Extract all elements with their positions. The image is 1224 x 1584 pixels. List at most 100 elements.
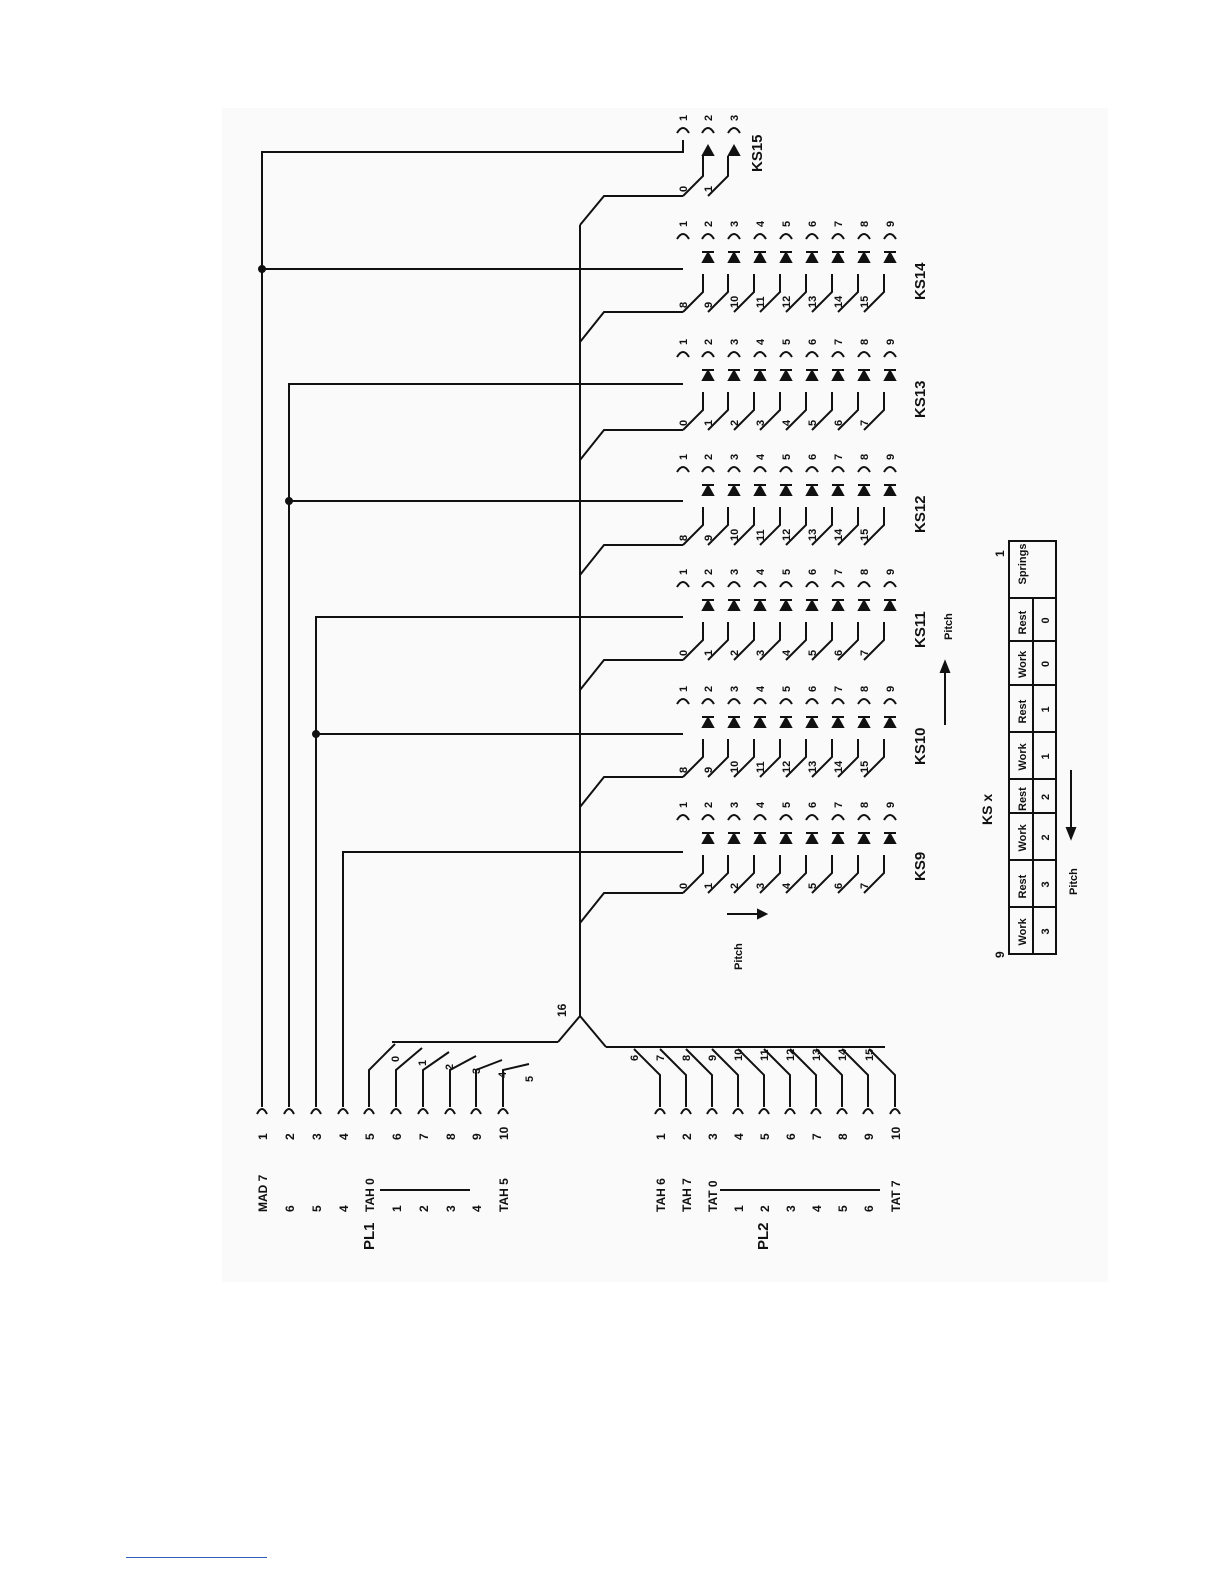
switch-line <box>837 507 859 546</box>
signal-label: 4 <box>810 1205 824 1212</box>
contact-number: 1 <box>678 454 690 460</box>
line-label: 8 <box>678 767 690 773</box>
contact-number: 8 <box>859 454 871 460</box>
switch-line <box>733 622 755 661</box>
line-label: 6 <box>833 650 845 656</box>
contact-number: 6 <box>807 802 819 808</box>
contact-cup-icon <box>676 814 690 821</box>
line-label: 14 <box>833 295 845 308</box>
key-switch-label: KS14 <box>912 262 929 300</box>
contact-number: 9 <box>885 569 897 575</box>
bus-entry-label: 5 <box>524 1076 536 1082</box>
pitch-label-right: Pitch <box>943 613 955 640</box>
contact-cup-icon <box>857 814 871 821</box>
bus-entry-label: 2 <box>444 1064 456 1070</box>
bus-entry-line <box>659 1048 687 1107</box>
pin-number: 10 <box>497 1126 511 1140</box>
line-label: 14 <box>833 528 845 541</box>
pin-number: 7 <box>417 1133 431 1140</box>
legend-header: Work <box>1017 742 1029 770</box>
contact-cup-icon <box>727 698 741 705</box>
switch-line <box>811 392 833 431</box>
bus-entry-line <box>815 1048 843 1107</box>
line-label: 4 <box>781 649 793 656</box>
contact-number: 1 <box>678 802 690 808</box>
switch-line <box>837 855 859 894</box>
contact-number: 9 <box>885 339 897 345</box>
pin-number: 8 <box>836 1133 850 1140</box>
switch-line <box>707 507 729 546</box>
contact-number: 7 <box>833 686 845 692</box>
switch-line <box>811 855 833 894</box>
legend-header: Work <box>1017 823 1029 851</box>
bus-tap-line <box>579 429 683 461</box>
contact-cup-icon <box>676 351 690 358</box>
connector-cup-icon <box>363 1108 375 1115</box>
contact-cup-icon <box>701 698 715 705</box>
contact-cup-icon <box>805 351 819 358</box>
legend-value: 2 <box>1040 834 1052 840</box>
signal-label: 5 <box>836 1205 850 1212</box>
pin-number: 4 <box>337 1133 351 1140</box>
contact-cup-icon <box>779 814 793 821</box>
contact-number: 2 <box>703 686 715 692</box>
switch-line <box>785 739 807 778</box>
connector-cup-icon <box>889 1108 901 1115</box>
signal-label: 1 <box>390 1205 404 1212</box>
diode-icon <box>805 483 819 496</box>
diode-icon <box>805 368 819 381</box>
signal-label: TAT 0 <box>706 1180 720 1212</box>
bus-entry-label: 6 <box>629 1055 641 1061</box>
signal-label: 6 <box>283 1205 297 1212</box>
contact-cup-icon <box>857 581 871 588</box>
diode-icon <box>727 598 741 611</box>
pin-number: 5 <box>363 1133 377 1140</box>
connector-cup-icon <box>497 1108 509 1115</box>
contact-cup-icon <box>805 698 819 705</box>
contact-cup-icon <box>831 351 845 358</box>
switch-line <box>733 855 755 894</box>
line-label: 12 <box>781 296 793 308</box>
switch-line <box>682 507 704 546</box>
bus-entry-line <box>422 1051 450 1107</box>
line-label: 6 <box>833 420 845 426</box>
contact-number: 3 <box>729 686 741 692</box>
contact-number: 8 <box>859 569 871 575</box>
key-switch-label: KS10 <box>912 727 929 765</box>
contact-cup-icon <box>883 814 897 821</box>
diode-icon <box>857 715 871 728</box>
legend-value: 2 <box>1040 794 1052 800</box>
connector-cup-icon <box>862 1108 874 1115</box>
contact-number: 7 <box>833 569 845 575</box>
line-label: 9 <box>703 767 715 773</box>
diode-icon <box>701 483 715 496</box>
contact-cup-icon <box>727 581 741 588</box>
contact-cup-icon <box>779 233 793 240</box>
bus-fork <box>557 1015 607 1048</box>
bus-entry-line <box>789 1048 817 1107</box>
switch-line <box>837 392 859 431</box>
line-label: 3 <box>755 650 767 656</box>
key-switch-label: KS11 <box>912 611 929 648</box>
diode-icon <box>753 715 767 728</box>
bus-tap-line <box>579 659 683 691</box>
line-label: 15 <box>859 296 871 308</box>
contact-cup-icon <box>831 233 845 240</box>
diode-icon <box>701 143 715 156</box>
switch-line <box>811 274 833 313</box>
contact-number: 8 <box>859 686 871 692</box>
diode-icon <box>805 831 819 844</box>
line-label: 1 <box>703 420 715 426</box>
contact-number: 5 <box>781 454 793 460</box>
connector-cup-icon <box>654 1108 666 1115</box>
contact-number: 6 <box>807 454 819 460</box>
contact-number: 9 <box>885 802 897 808</box>
switch-line <box>682 392 704 431</box>
connector-cup-icon <box>283 1108 295 1115</box>
line-label: 8 <box>678 535 690 541</box>
switch-line <box>759 739 781 778</box>
switch-line <box>733 739 755 778</box>
connector-cup-icon <box>337 1108 349 1115</box>
pitch-indicator-right: Pitch <box>939 613 955 725</box>
pin-number: 2 <box>283 1133 297 1140</box>
